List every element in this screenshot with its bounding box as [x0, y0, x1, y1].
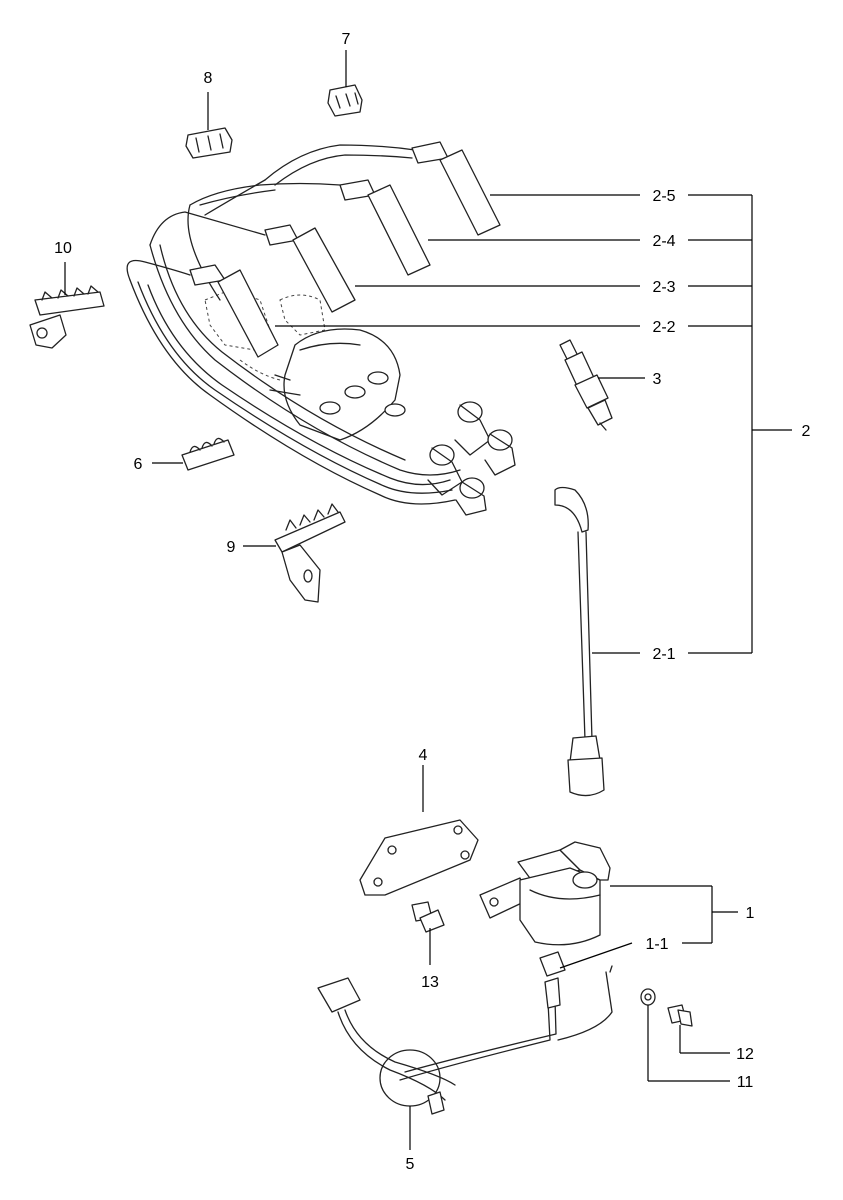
plug-boot-2-4 [339, 179, 431, 276]
coil-cord-2-1-drawing [554, 486, 605, 797]
callout-10: 10 [54, 240, 72, 257]
callout-2-3: 2-3 [652, 279, 675, 296]
clip-6-drawing [181, 437, 235, 471]
callout-1: 1 [746, 905, 755, 922]
leader-lines [64, 50, 792, 1150]
callout-2-1: 2-1 [652, 646, 675, 663]
callout-2: 2 [802, 423, 811, 440]
clamp-8-drawing [185, 127, 233, 159]
callout-8: 8 [204, 70, 213, 87]
callout-2-4: 2-4 [652, 233, 675, 250]
callout-4: 4 [419, 747, 428, 764]
callout-5: 5 [406, 1156, 415, 1173]
callout-3: 3 [653, 371, 662, 388]
callout-9: 9 [227, 539, 236, 556]
bracket-10-drawing [29, 285, 105, 349]
callout-2-5: 2-5 [652, 188, 675, 205]
plate-4-drawing [359, 819, 479, 896]
callout-13: 13 [421, 974, 439, 991]
cord-set-illustration [126, 141, 516, 516]
ignition-cords-drawing [126, 144, 516, 516]
bracket-9-drawing [274, 503, 346, 603]
spark-plug-drawing [559, 339, 613, 431]
callout-labels: 2-5 2-4 2-3 2-2 2-1 2 3 6 7 8 9 10 4 1 1… [54, 31, 810, 1173]
plug-boot-2-5 [411, 141, 501, 236]
plug-boot-2-3 [264, 224, 356, 313]
callout-6: 6 [134, 456, 143, 473]
clamp-7-drawing [327, 84, 363, 117]
distributor-cap-drawing [204, 289, 406, 441]
callout-12: 12 [736, 1046, 754, 1063]
ignition-coil-drawing [479, 841, 611, 946]
callout-1-1: 1-1 [645, 936, 668, 953]
bolt-13-drawing [411, 901, 445, 933]
plug-boot-2-2 [189, 264, 279, 358]
callout-11: 11 [737, 1074, 754, 1091]
distributor-end-boots [427, 401, 516, 516]
callout-7: 7 [342, 31, 351, 48]
callout-2-2: 2-2 [652, 319, 675, 336]
washer-11-drawing [640, 988, 656, 1006]
harness-5-drawing [317, 951, 613, 1115]
bolt-12-drawing [667, 1004, 693, 1027]
